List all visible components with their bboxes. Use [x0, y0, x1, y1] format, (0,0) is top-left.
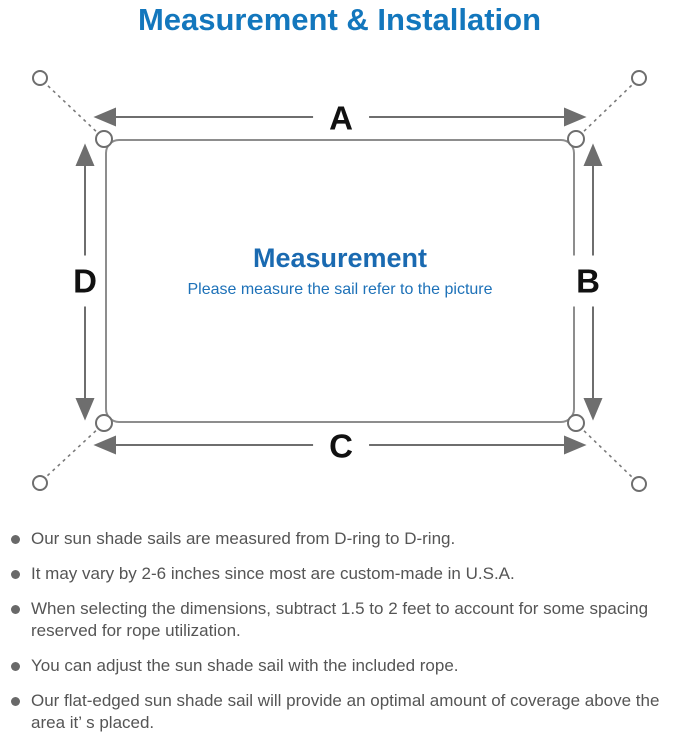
note-text: It may vary by 2-6 inches since most are… — [31, 564, 515, 583]
arrowhead-left-icon — [93, 107, 116, 127]
guy-lines — [45, 83, 634, 479]
note-text: When selecting the dimensions, subtract … — [31, 599, 649, 640]
arrowhead-left-icon — [93, 435, 116, 455]
d-ring-icon — [567, 414, 585, 432]
note-item: When selecting the dimensions, subtract … — [11, 598, 673, 642]
anchor-points — [32, 70, 647, 492]
sail-diagram-svg — [32, 70, 647, 492]
arrowhead-right-icon — [564, 435, 587, 455]
arrowhead-down-icon — [583, 398, 603, 421]
bullet-icon — [11, 605, 20, 614]
anchor-point-icon — [32, 475, 48, 491]
guy-line-bottom-left — [45, 425, 102, 478]
guy-line-bottom-right — [578, 425, 634, 479]
d-ring-icon — [567, 130, 585, 148]
note-text: Our sun shade sails are measured from D-… — [31, 529, 456, 548]
note-item: Our flat-edged sun shade sail will provi… — [11, 690, 673, 734]
notes-list: Our sun shade sails are measured from D-… — [11, 528, 673, 734]
page-title: Measurement & Installation — [137, 2, 542, 37]
dim-label-a: A — [313, 99, 369, 137]
anchor-point-icon — [631, 70, 647, 86]
anchor-point-icon — [631, 476, 647, 492]
measurement-subtitle: Please measure the sail refer to the pic… — [187, 281, 493, 298]
guy-line-top-right — [578, 83, 634, 137]
guy-line-top-left — [45, 83, 102, 137]
note-text: You can adjust the sun shade sail with t… — [31, 656, 459, 675]
arrowhead-up-icon — [583, 143, 603, 166]
d-rings — [95, 130, 585, 432]
dim-label-d: D — [69, 255, 101, 307]
d-ring-icon — [95, 130, 113, 148]
anchor-point-icon — [32, 70, 48, 86]
measurement-caption: Measurement Please measure the sail refe… — [106, 243, 574, 299]
bullet-icon — [11, 570, 20, 579]
arrowhead-right-icon — [564, 107, 587, 127]
note-item: Our sun shade sails are measured from D-… — [11, 528, 673, 550]
dim-label-c: C — [313, 427, 369, 465]
measurement-title: Measurement — [252, 243, 428, 273]
dim-label-b: B — [572, 255, 604, 307]
bullet-icon — [11, 662, 20, 671]
note-item: You can adjust the sun shade sail with t… — [11, 655, 673, 677]
bullet-icon — [11, 697, 20, 706]
bullet-icon — [11, 535, 20, 544]
arrowhead-down-icon — [75, 398, 95, 421]
note-item: It may vary by 2-6 inches since most are… — [11, 563, 673, 585]
note-text: Our flat-edged sun shade sail will provi… — [31, 691, 660, 732]
sail-measurement-diagram: A B C D Measurement Please measure the s… — [32, 70, 647, 492]
d-ring-icon — [95, 414, 113, 432]
arrowhead-up-icon — [75, 143, 95, 166]
